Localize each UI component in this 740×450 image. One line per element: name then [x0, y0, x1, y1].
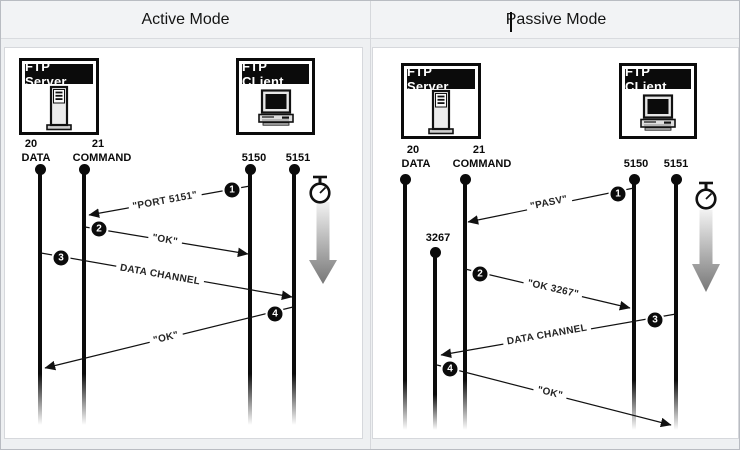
stopwatch-icon [695, 181, 717, 210]
lifeline-5151 [674, 179, 678, 430]
port-5151-label: 5151 [285, 152, 311, 164]
step-badge-1: 1 [610, 186, 626, 202]
active-mode-title: Active Mode [141, 10, 230, 28]
message-port-5151: "PORT 5151" [127, 188, 203, 214]
port-data-label: DATA [21, 152, 51, 164]
message-ok-2: "OK" [148, 328, 184, 348]
step-badge-3: 3 [647, 312, 663, 328]
port-5150-label: 5150 [241, 152, 267, 164]
port-20-label: 20 [24, 138, 38, 150]
message-data-channel: DATA CHANNEL [502, 321, 592, 349]
step-badge-4: 4 [267, 306, 283, 322]
passive-mode-title: Passive Mode [505, 10, 607, 28]
step-badge-2: 2 [472, 266, 488, 282]
ftp-client-box: FTP CLient [236, 58, 315, 135]
ftp-client-box: FTP CLient [619, 63, 697, 139]
active-mode-panel: FTP Server FTP CLient [4, 47, 363, 439]
port-3267-label: 3267 [425, 232, 451, 244]
time-flow-arrow [692, 210, 720, 292]
server-icon [404, 89, 478, 135]
ftp-server-box: FTP Server [401, 63, 481, 139]
port-20-label: 20 [406, 144, 420, 156]
desktop-computer-icon [622, 90, 694, 134]
lifeline-3267 [433, 252, 437, 430]
lifeline-5150 [632, 179, 636, 430]
port-21-label: 21 [91, 138, 105, 150]
desktop-computer-icon [239, 85, 312, 130]
ftp-client-label: FTP CLient [242, 59, 309, 89]
message-pasv: "PASV" [525, 192, 573, 214]
ftp-server-label: FTP Server [407, 64, 475, 94]
message-data-channel: DATA CHANNEL [115, 261, 205, 289]
server-icon [22, 85, 96, 130]
message-ok: "OK" [532, 383, 568, 403]
port-5151-label: 5151 [663, 158, 689, 170]
lifeline-data [403, 179, 407, 430]
ftp-client-label: FTP CLient [625, 64, 691, 94]
port-command-label: COMMAND [72, 152, 132, 164]
step-badge-1: 1 [224, 182, 240, 198]
message-ok: "OK" [147, 231, 183, 249]
lifeline-5151 [292, 169, 296, 425]
step-badge-4: 4 [442, 361, 458, 377]
port-data-label: DATA [401, 158, 431, 170]
lifeline-command [82, 169, 86, 425]
port-command-label: COMMAND [452, 158, 512, 170]
text-caret [510, 12, 512, 32]
lifeline-5150 [248, 169, 252, 425]
message-ok-3267: "OK 3267" [522, 276, 584, 302]
lifeline-command [463, 179, 467, 430]
port-21-label: 21 [472, 144, 486, 156]
step-badge-3: 3 [53, 250, 69, 266]
step-badge-2: 2 [91, 221, 107, 237]
passive-mode-panel: FTP Server FTP CLient [372, 47, 739, 439]
time-flow-arrow [309, 202, 337, 284]
port-5150-label: 5150 [623, 158, 649, 170]
lifeline-data [38, 169, 42, 425]
ftp-server-label: FTP Server [25, 59, 93, 89]
header-active-mode[interactable]: Active Mode [1, 1, 370, 39]
ftp-server-box: FTP Server [19, 58, 99, 135]
stopwatch-icon [309, 175, 331, 204]
header-passive-mode[interactable]: Passive Mode [371, 1, 739, 39]
panel-divider [370, 1, 371, 449]
